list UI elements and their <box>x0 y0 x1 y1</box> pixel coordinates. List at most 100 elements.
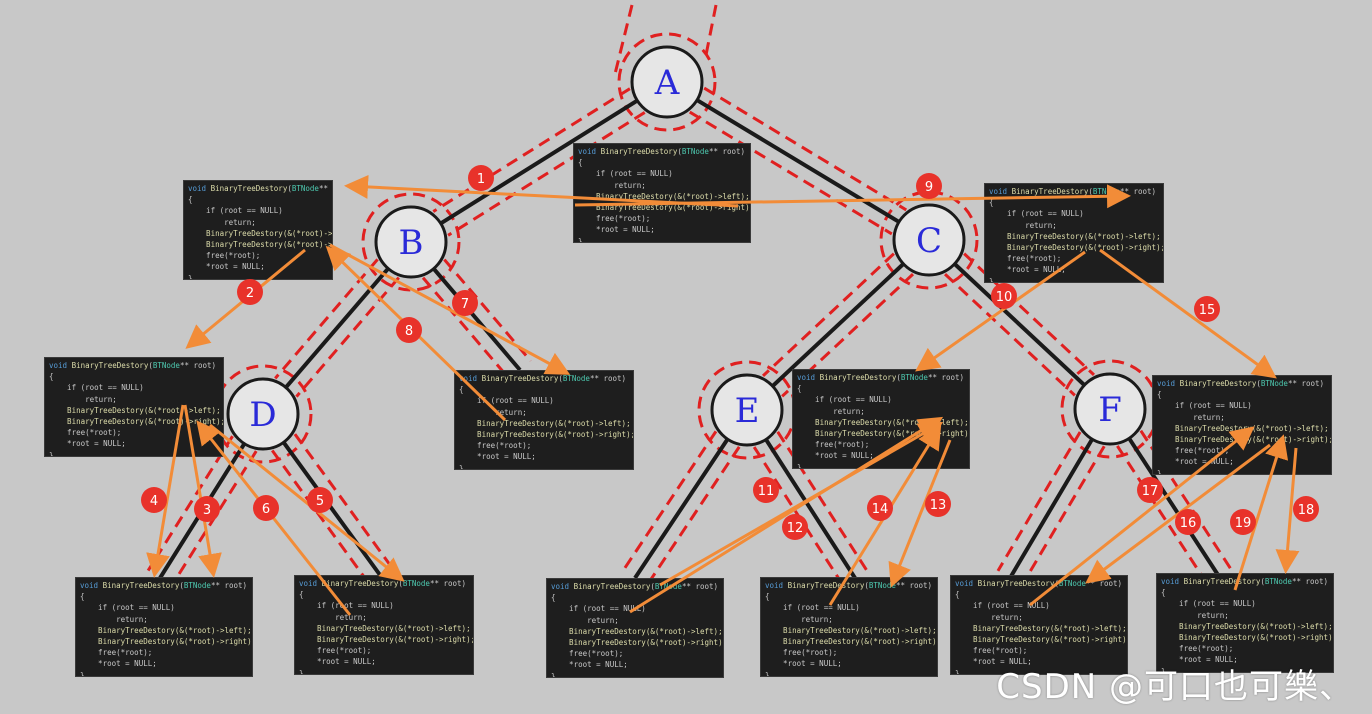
code-snippet: void BinaryTreeDestory(BTNode** root){ i… <box>454 370 634 470</box>
code-line: *root = NULL; <box>188 262 265 272</box>
step-number: 18 <box>1298 503 1315 518</box>
code-line: } <box>1157 468 1162 475</box>
tree-node-circle <box>630 45 704 119</box>
flow-arrow <box>888 439 952 588</box>
step-number: 2 <box>246 286 254 301</box>
code-line: { <box>188 195 193 205</box>
step-number: 1 <box>477 172 485 187</box>
code-line: void BinaryTreeDestory(BTNode** root) <box>49 361 217 370</box>
step-number: 13 <box>930 498 947 513</box>
code-line: { <box>299 590 304 600</box>
step-number: 14 <box>872 502 889 517</box>
code-line: } <box>459 463 464 470</box>
code-line: } <box>1161 666 1166 673</box>
code-line: BinaryTreeDestory(&(*root)->left); <box>80 625 252 635</box>
tree-edge <box>281 441 382 577</box>
tree-node-label: E <box>735 391 760 431</box>
code-line: free(*root); <box>1157 446 1230 456</box>
code-line: { <box>1161 588 1166 598</box>
code-line: BinaryTreeDestory(&(*root)->right); <box>1161 633 1334 643</box>
code-line: BinaryTreeDestory(&(*root)->left); <box>459 418 631 428</box>
step-number: 11 <box>758 484 775 499</box>
code-line: free(*root); <box>797 440 870 450</box>
step-badge: 2 <box>237 279 263 305</box>
code-line: { <box>80 592 85 602</box>
code-line: *root = NULL; <box>989 265 1066 275</box>
code-snippet: void BinaryTreeDestory(BTNode** root){ i… <box>760 577 938 677</box>
step-badge: 13 <box>925 491 951 517</box>
code-line: if (root == NULL) <box>578 169 673 179</box>
code-line: } <box>299 668 304 675</box>
code-line: } <box>578 236 583 243</box>
code-line: { <box>955 590 960 600</box>
code-line: { <box>459 385 464 395</box>
code-line: if (root == NULL) <box>80 603 175 613</box>
step-number: 17 <box>1142 484 1159 499</box>
code-line: return; <box>1157 412 1225 422</box>
code-line: return; <box>80 614 148 624</box>
step-badge: 16 <box>1175 509 1201 535</box>
flow-arrow <box>1233 434 1289 591</box>
step-number: 3 <box>203 503 211 518</box>
code-line: BinaryTreeDestory(&(*root)->right); <box>955 635 1128 645</box>
step-number: 5 <box>316 494 324 509</box>
step-badge: 1 <box>468 165 494 191</box>
traversal-dash <box>421 276 511 381</box>
code-line: return; <box>989 220 1057 230</box>
traversal-dash <box>1020 445 1106 586</box>
code-line: if (root == NULL) <box>989 209 1084 219</box>
traversal-ring <box>213 364 313 464</box>
code-snippet: void BinaryTreeDestory(BTNode** root) { i… <box>573 143 751 243</box>
flow-arrow <box>329 243 571 375</box>
tree-node-circle <box>710 373 784 447</box>
traversal-dash <box>688 110 893 236</box>
code-line: free(*root); <box>188 251 261 261</box>
code-line: BinaryTreeDestory(&(*root)->left); <box>955 623 1127 633</box>
code-line: return; <box>299 612 367 622</box>
traversal-dash <box>447 111 646 237</box>
step-badge: 19 <box>1230 509 1256 535</box>
code-line: } <box>955 668 960 675</box>
tree-edge <box>1127 437 1222 580</box>
traversal-dash <box>703 4 718 61</box>
step-badge: 9 <box>916 173 942 199</box>
tree-edge <box>771 262 905 388</box>
code-line: free(*root); <box>80 648 153 658</box>
code-line: void BinaryTreeDestory(BTNode** root) <box>578 147 746 156</box>
step-badge: 8 <box>396 317 422 343</box>
traversal-dash <box>645 446 741 587</box>
tree-node-label: A <box>654 63 680 103</box>
code-line: } <box>80 670 85 677</box>
tree-edge <box>764 438 857 580</box>
code-line: { <box>551 593 556 603</box>
code-line: BinaryTreeDestory(&(*root)->right); <box>299 635 474 645</box>
step-number: 7 <box>461 297 469 312</box>
code-line: return; <box>765 614 833 624</box>
code-line: free(*root); <box>578 214 651 224</box>
code-line: { <box>765 592 770 602</box>
code-line: free(*root); <box>459 441 532 451</box>
code-line: } <box>797 462 802 469</box>
code-line: BinaryTreeDestory(&(*root)->right); <box>989 243 1164 253</box>
code-line: *root = NULL; <box>459 452 536 462</box>
code-line: *root = NULL; <box>299 657 376 667</box>
code-line: { <box>1157 390 1162 400</box>
code-line: return; <box>459 407 527 417</box>
tree-edge <box>1008 438 1094 580</box>
step-badge: 11 <box>753 477 779 503</box>
code-line: { <box>578 158 583 168</box>
traversal-ring <box>361 192 461 292</box>
traversal-ring <box>879 190 979 290</box>
step-number: 10 <box>996 290 1013 305</box>
watermark: CSDN @可口也可樂、 <box>996 667 1354 707</box>
code-line: BinaryTreeDestory(&(*root)->left); <box>551 626 723 636</box>
step-number: 15 <box>1199 303 1216 318</box>
code-line: } <box>188 273 193 280</box>
tree-node-circle <box>374 205 448 279</box>
code-line: free(*root); <box>49 428 122 438</box>
step-badge: 5 <box>307 487 333 513</box>
flow-arrow <box>1275 447 1300 574</box>
code-line: BinaryTreeDestory(&(*root)->left); <box>797 417 969 427</box>
code-line: { <box>797 384 802 394</box>
traversal-dash <box>996 431 1082 572</box>
